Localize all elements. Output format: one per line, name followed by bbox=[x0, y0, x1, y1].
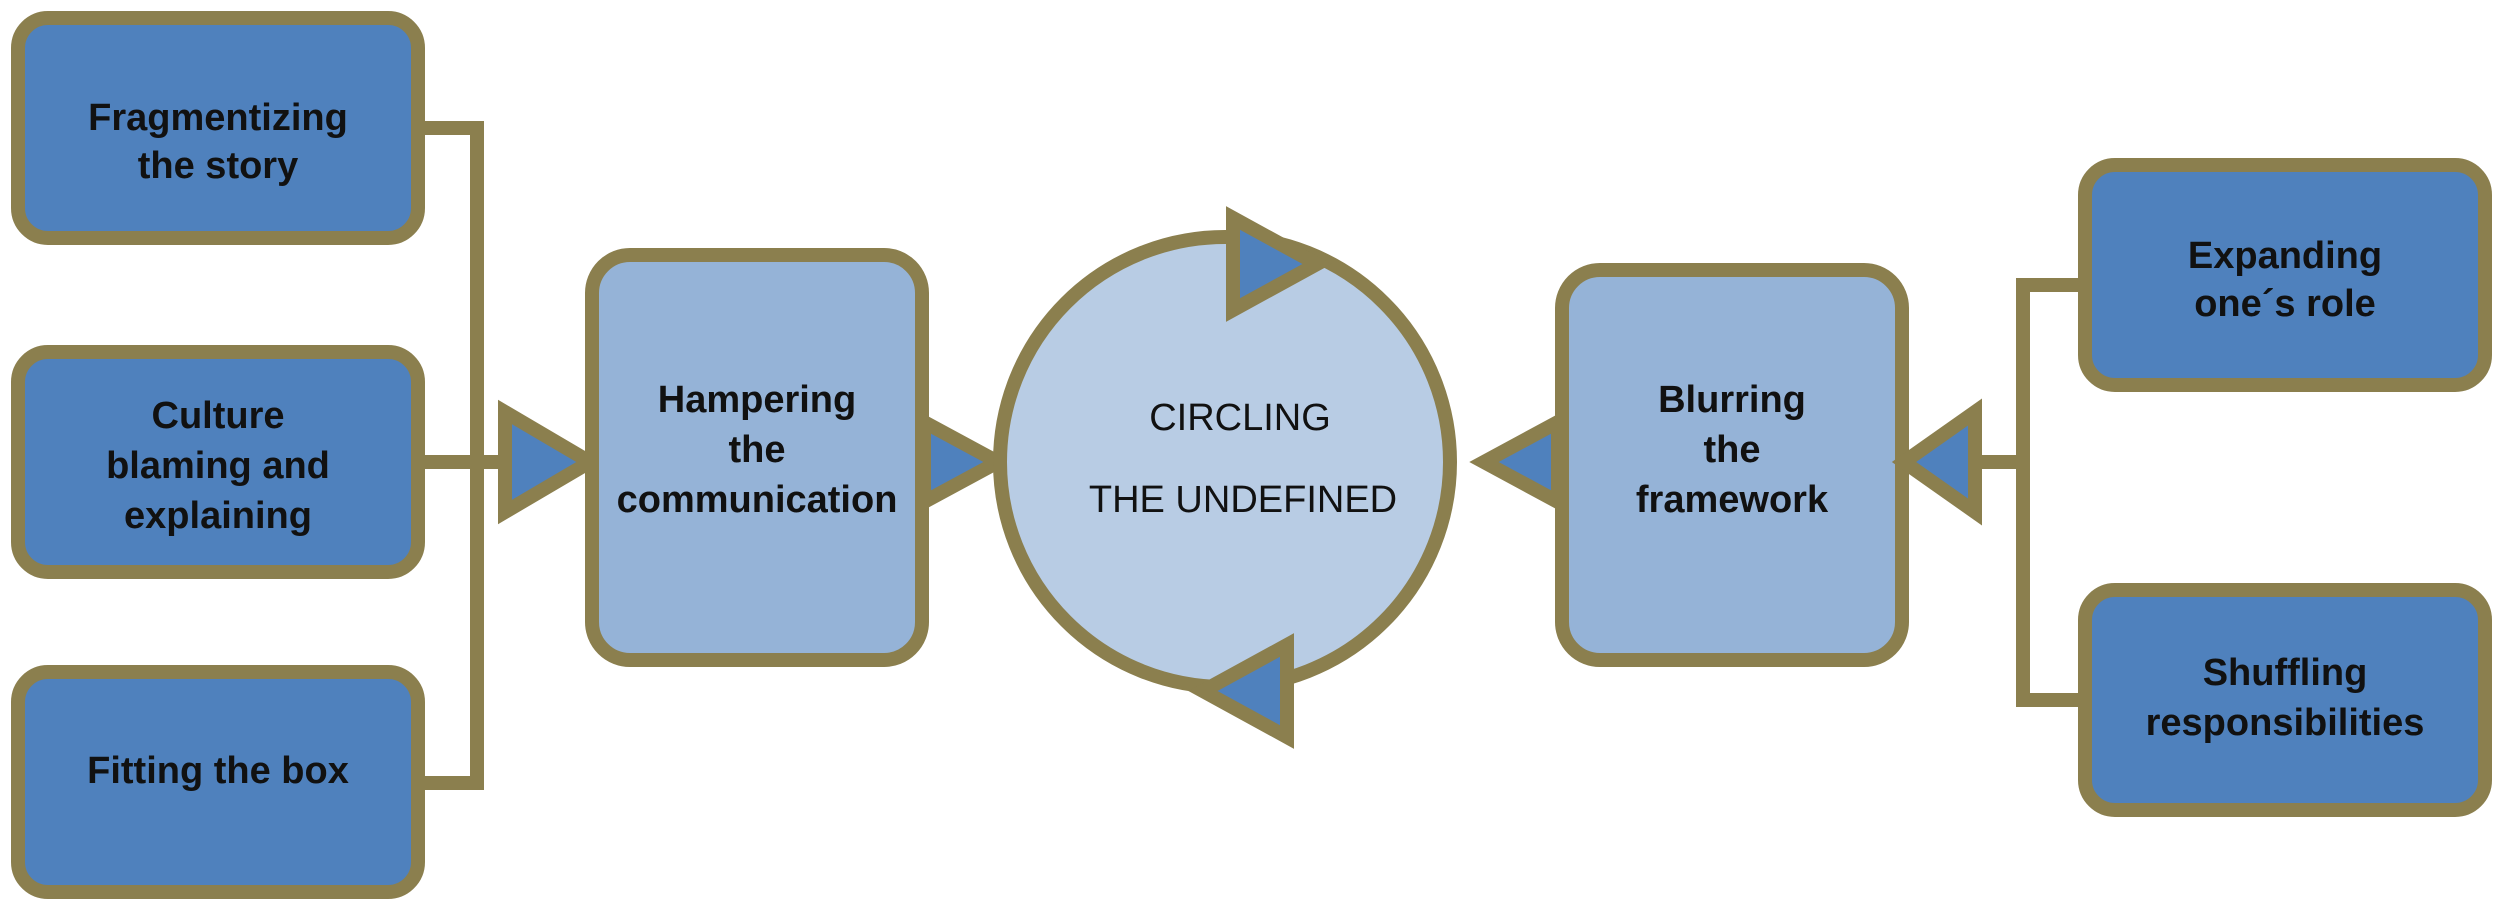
left-box-culture-line3: explaining bbox=[124, 495, 312, 537]
cycle-arrow-top-icon bbox=[1226, 206, 1332, 322]
left-box-culture-line2: blaming and bbox=[106, 445, 330, 487]
arrow-into-circle-right bbox=[1469, 410, 1565, 514]
hampering-line3: communication bbox=[617, 479, 898, 521]
box-hampering-communication: Hampering the communication bbox=[585, 248, 929, 667]
box-blurring-framework: Blurring the framework bbox=[1555, 263, 1909, 667]
right-box-shuffling-line2: responsibilities bbox=[2146, 702, 2425, 744]
right-box-shuffling-line1: Shuffling bbox=[2203, 652, 2368, 694]
left-box-fragmentizing: Fragmentizing the story bbox=[11, 11, 425, 245]
center-circle: CIRCLING THE UNDEFINED bbox=[993, 230, 1457, 694]
left-box-culture-blaming: Culture blaming and explaining bbox=[11, 345, 425, 579]
blurring-line3: framework bbox=[1636, 479, 1829, 521]
right-box-expanding-line1: Expanding bbox=[2188, 235, 2382, 277]
arrow-into-circle-left bbox=[917, 410, 1013, 514]
arrow-into-blurring bbox=[1891, 398, 1982, 526]
left-box-fitting: Fitting the box bbox=[11, 665, 425, 899]
left-box-culture-line1: Culture bbox=[152, 395, 285, 437]
right-box-expanding-line2: one´s role bbox=[2194, 283, 2376, 325]
right-box-shuffling: Shuffling responsibilities bbox=[2078, 583, 2492, 817]
right-box-expanding: Expanding one´s role bbox=[2078, 158, 2492, 392]
hampering-line1: Hampering bbox=[658, 379, 856, 421]
left-connector bbox=[418, 121, 505, 790]
left-box-fragmentizing-line2: the story bbox=[138, 145, 298, 187]
center-line2: THE UNDEFINED bbox=[1089, 479, 1397, 521]
arrow-into-hampering bbox=[498, 399, 604, 525]
center-line1: CIRCLING bbox=[1149, 397, 1331, 439]
hampering-line2: the bbox=[729, 429, 786, 471]
right-connector bbox=[1975, 278, 2085, 707]
left-box-fitting-line1: Fitting the box bbox=[87, 750, 349, 792]
blurring-line2: the bbox=[1704, 429, 1761, 471]
blurring-line1: Blurring bbox=[1658, 379, 1806, 421]
cycle-arrow-bottom-icon bbox=[1188, 633, 1294, 749]
left-box-fragmentizing-line1: Fragmentizing bbox=[88, 97, 348, 139]
